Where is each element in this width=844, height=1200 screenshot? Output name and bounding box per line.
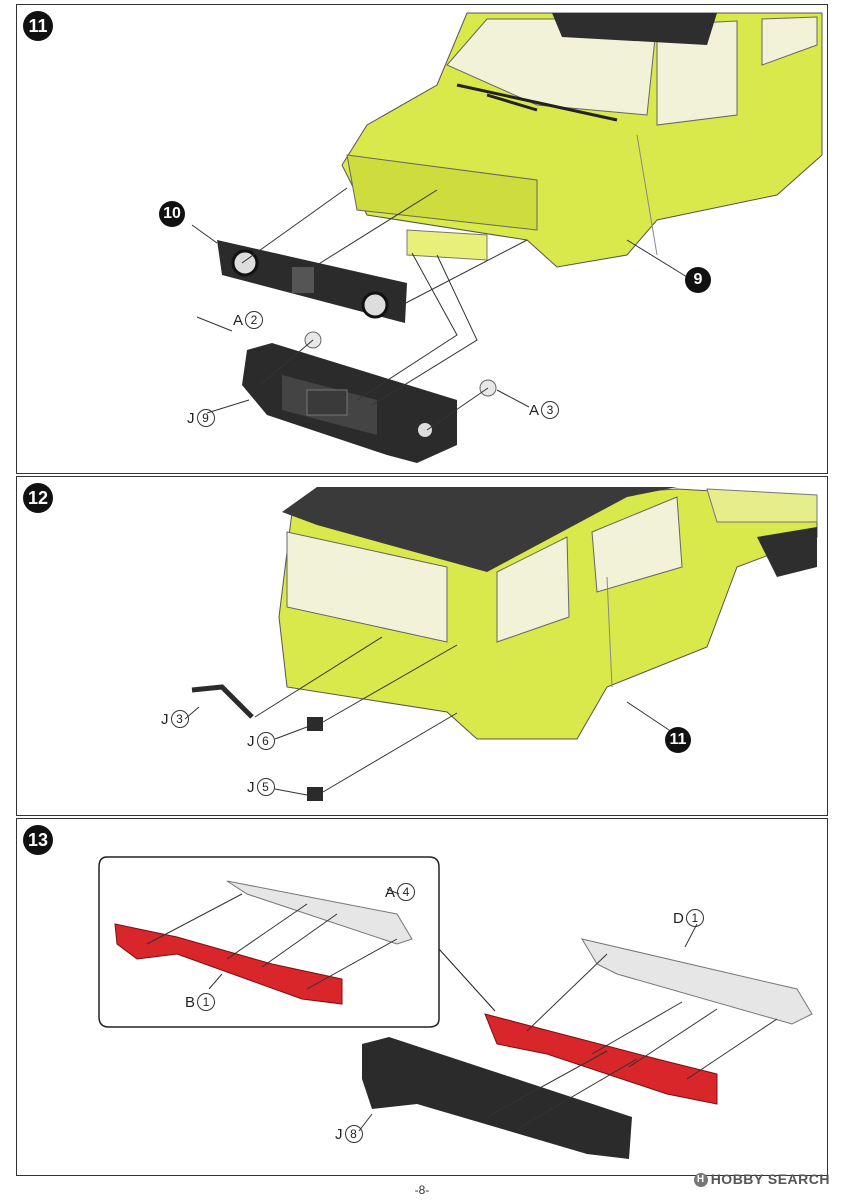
part-number: 5: [256, 778, 275, 796]
part-label-a2: A 2: [233, 311, 264, 329]
part-number: 4: [397, 883, 416, 901]
step-12-panel: 12 11 J 3 J 6: [16, 476, 828, 816]
callout-step-9: 9: [685, 267, 711, 293]
step-12-illustration: [184, 487, 818, 801]
part-letter: J: [247, 732, 255, 750]
part-number: 9: [196, 409, 215, 427]
assembly-guide-lines: [184, 636, 673, 796]
step-11-illustration: [191, 12, 823, 463]
part-number: 3: [170, 710, 189, 728]
part-label-j8: J 8: [335, 1125, 363, 1143]
assembly-guide-lines: [146, 888, 778, 1132]
part-number: 1: [685, 909, 704, 927]
part-letter: B: [185, 993, 196, 1011]
part-j6-piece: [307, 717, 323, 731]
part-letter: J: [161, 710, 169, 728]
front-grille-part: [217, 240, 407, 323]
part-j5-piece: [307, 787, 323, 801]
part-label-j9: J 9: [187, 409, 215, 427]
jimny-front-body: [341, 12, 823, 268]
step-11-number: 11: [23, 11, 53, 41]
part-label-j3: J 3: [161, 710, 189, 728]
part-letter: D: [673, 909, 684, 927]
part-label-d1: D 1: [673, 909, 704, 927]
part-label-j5: J 5: [247, 778, 275, 796]
step-13-panel: 13 A 4: [16, 818, 828, 1176]
part-number: 2: [245, 311, 264, 329]
black-bumper-base: [362, 1037, 632, 1159]
part-letter: J: [335, 1125, 343, 1143]
watermark-logo-icon: H: [693, 1173, 708, 1188]
part-label-j6: J 6: [247, 732, 275, 750]
front-bumper-part: [242, 343, 457, 463]
red-bumper-part: [484, 1013, 718, 1105]
part-number: 3: [541, 401, 560, 419]
inset-red-bumper: [114, 923, 343, 1005]
part-letter: A: [233, 311, 244, 329]
part-letter: A: [385, 883, 396, 901]
callout-step-11: 11: [665, 727, 691, 753]
step-13-number: 13: [23, 825, 53, 855]
assembly-guide-lines: [191, 187, 688, 431]
watermark-text: HOBBY SEARCH: [710, 1171, 830, 1187]
part-number: 8: [344, 1125, 363, 1143]
part-label-a4: A 4: [385, 883, 416, 901]
step-13-illustration: [98, 856, 813, 1159]
part-number: 6: [256, 732, 275, 750]
part-number: 1: [197, 993, 216, 1011]
part-letter: A: [529, 401, 540, 419]
silver-bumper-frame: [580, 938, 813, 1025]
callout-step-10: 10: [159, 201, 185, 227]
jimny-rear-body: [278, 487, 818, 740]
inset-silver-frame: [226, 880, 413, 945]
page-number: -8-: [414, 1183, 430, 1197]
detail-inset-box: [98, 856, 440, 1028]
part-letter: J: [187, 409, 195, 427]
inset-pointer: [438, 948, 496, 1012]
step-11-panel: 11: [16, 4, 828, 474]
part-label-b1: B 1: [185, 993, 216, 1011]
step-12-number: 12: [23, 483, 53, 513]
part-label-a3: A 3: [529, 401, 560, 419]
rear-wiper-part: [191, 684, 254, 719]
part-letter: J: [247, 778, 255, 796]
